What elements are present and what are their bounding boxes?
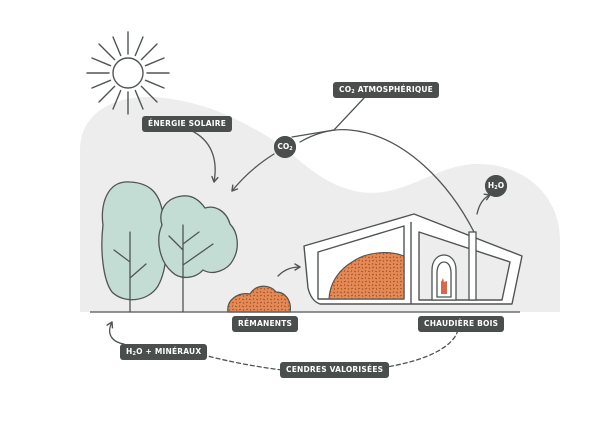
h2o-mineraux-label: H2O + MINÉRAUX xyxy=(120,344,208,360)
co2-to-tree-arrow-icon xyxy=(231,153,275,192)
solar-arrow-icon xyxy=(189,129,219,183)
h2o-mineraux-post: O + MINÉRAUX xyxy=(136,347,202,356)
remanents-label: RÉMANENTS xyxy=(232,316,299,332)
h2o-bubble: H2O xyxy=(485,175,507,197)
h2o-bubble-sub: 2 xyxy=(494,185,498,191)
co2-atmospherique-pre: CO xyxy=(339,85,352,94)
h2o-mineraux-sub: 2 xyxy=(132,351,137,357)
wood-pile-icon xyxy=(227,285,291,313)
chaudiere-bois-label: CHAUDIÈRE BOIS xyxy=(418,316,505,332)
chimney-to-co2-arc xyxy=(299,129,475,233)
h2o-bubble-post: O xyxy=(497,181,505,190)
co2-bubble-pre: CO xyxy=(277,142,290,151)
building-icon xyxy=(303,213,523,305)
h2o-arrow-icon xyxy=(476,193,491,215)
co2-atmospherique-sub: 2 xyxy=(351,89,355,95)
energie-solaire-label: ÉNERGIE SOLAIRE xyxy=(142,116,233,132)
sun-icon xyxy=(86,31,170,115)
cendres-valorisees-label: CENDRES VALORISÉES xyxy=(280,362,390,378)
h2o-bubble-pre: H xyxy=(487,181,495,190)
chimney-icon xyxy=(468,231,477,301)
tree-icon-2 xyxy=(158,195,238,313)
co2-atmospherique-post: ATMOSPHÉRIQUE xyxy=(354,85,434,94)
co2-atmospherique-label: CO2 ATMOSPHÉRIQUE xyxy=(333,82,440,98)
h2o-mineraux-pre: H xyxy=(126,347,133,356)
flame-icon xyxy=(441,278,447,294)
ash-return-line-2 xyxy=(199,351,283,371)
co2-bubble: CO2 xyxy=(274,136,296,158)
remanents-to-shed-arrow-icon xyxy=(277,263,301,277)
minerals-to-tree-arrow-icon xyxy=(106,321,125,345)
boiler-icon xyxy=(431,254,457,301)
co2-bubble-sub: 2 xyxy=(289,146,293,152)
